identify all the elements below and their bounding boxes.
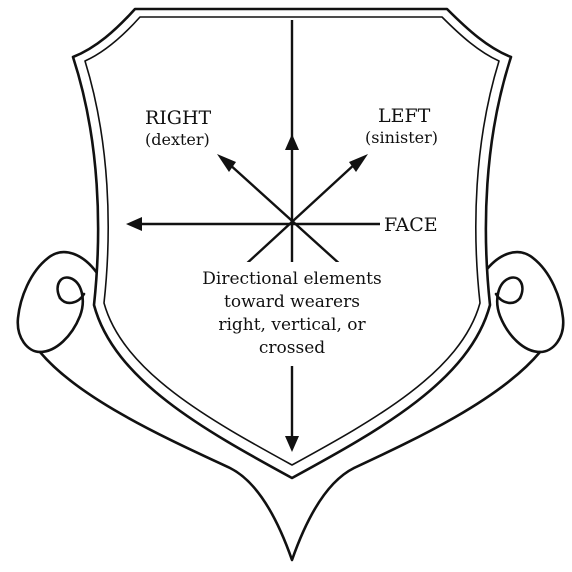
left-sub-label: (sinister) bbox=[365, 128, 438, 147]
caption: Directional elements toward wearers righ… bbox=[188, 262, 396, 366]
right-sub-label: (dexter) bbox=[145, 130, 210, 149]
caption-line-4: crossed bbox=[259, 338, 325, 358]
banner-left-curl-inner bbox=[60, 294, 84, 303]
banner-left-curl bbox=[18, 252, 97, 352]
caption-line-2: toward wearers bbox=[224, 292, 360, 312]
caption-line-1: Directional elements bbox=[202, 269, 381, 289]
left-label: LEFT bbox=[378, 105, 431, 127]
banner-right-curl-inner bbox=[496, 294, 520, 303]
right-label: RIGHT bbox=[145, 107, 212, 129]
caption-line-3: right, vertical, or bbox=[218, 315, 366, 335]
banner-right-curl bbox=[484, 252, 563, 352]
face-label: FACE bbox=[384, 214, 438, 236]
